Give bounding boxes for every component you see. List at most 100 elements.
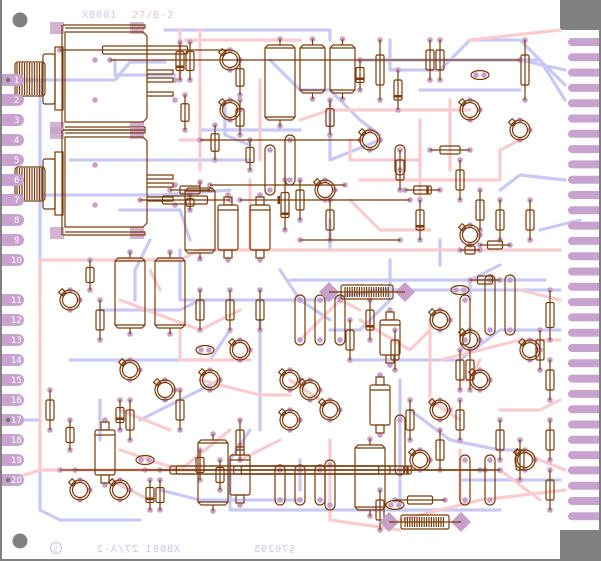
left-connector-pin-9: 9 [2, 234, 24, 246]
right-connector-finger [568, 282, 599, 291]
body [125, 409, 135, 431]
left-connector-pin-18: 18 [2, 434, 24, 446]
resistor [65, 420, 75, 450]
transistor [227, 337, 251, 361]
resistor [460, 245, 480, 255]
mount-pad [50, 227, 64, 239]
bottom-trace [178, 248, 332, 302]
resistor [475, 190, 485, 230]
resistor [175, 390, 185, 430]
pin-number: 16 [11, 396, 22, 406]
diode-band [116, 417, 124, 420]
via [337, 297, 343, 303]
crystal-pad [135, 454, 155, 466]
resistor [495, 200, 505, 240]
resistor [245, 140, 255, 170]
pin-pad [2, 354, 24, 366]
resistor [125, 400, 135, 440]
resistor [430, 145, 470, 155]
inner [431, 401, 449, 419]
left-connector-pin-14: 14 [2, 354, 24, 366]
body [545, 429, 555, 451]
cap-bottom [100, 474, 110, 484]
resistor [525, 200, 535, 240]
right-connector-finger [568, 389, 599, 398]
pin-pad [2, 294, 24, 306]
top-trace [358, 318, 432, 352]
pin-pad [2, 154, 24, 166]
resistor [375, 40, 385, 100]
pin-number: 3 [14, 116, 19, 126]
tab [457, 97, 467, 107]
inner [221, 101, 239, 119]
pin-pad [2, 114, 24, 126]
via [102, 482, 108, 488]
right-connector-finger [568, 160, 599, 169]
bottom-trace [18, 418, 142, 522]
bottom-trace [158, 188, 232, 197]
outer [154, 379, 176, 401]
transistor [217, 47, 241, 71]
body [520, 54, 530, 86]
resistor [545, 290, 555, 340]
top-trace [118, 408, 172, 432]
pin-pad [2, 414, 24, 426]
pin-pad [2, 94, 24, 106]
body [180, 103, 190, 122]
via [462, 457, 468, 463]
bottom-trace [498, 173, 567, 192]
diode-band [146, 497, 154, 500]
body [459, 294, 471, 346]
pin-pad [2, 434, 24, 446]
capacitor [294, 294, 306, 346]
resistor [390, 330, 400, 370]
via [473, 72, 479, 78]
top-trace [238, 438, 282, 462]
inner [61, 291, 79, 309]
right-connector-finger [568, 191, 599, 199]
transistor [197, 367, 221, 391]
pin-number: 2 [14, 96, 19, 106]
mount-hole-bottom [12, 533, 28, 549]
via [206, 347, 212, 353]
potentiometer [14, 127, 174, 239]
pin-marker-icon [5, 77, 11, 83]
cap-bottom [255, 249, 265, 259]
top-trace [518, 288, 562, 302]
resistor [95, 300, 105, 340]
body [455, 359, 465, 381]
via [462, 497, 468, 503]
capacitor [249, 196, 271, 259]
outer [509, 119, 531, 141]
resistor [395, 495, 445, 505]
tab [407, 447, 417, 457]
pin-number: 18 [11, 436, 22, 446]
resistor [45, 390, 55, 430]
body [495, 209, 505, 231]
capacitor [394, 144, 406, 176]
bottom-trace [158, 488, 302, 502]
potentiometer [14, 22, 174, 134]
board-corner-top-right [560, 0, 601, 30]
nut [42, 53, 56, 105]
outline [195, 344, 215, 356]
body [459, 454, 471, 506]
tab [512, 447, 522, 457]
bracket [63, 129, 146, 134]
tab [197, 367, 207, 377]
bottom-trace [163, 28, 332, 42]
crystal-pad [470, 69, 490, 81]
bottom-trace [388, 38, 567, 87]
resistor [395, 150, 405, 190]
body [355, 66, 365, 84]
via [462, 337, 468, 343]
right-connector-finger [568, 512, 599, 521]
cap-top [385, 311, 395, 321]
body [215, 466, 225, 484]
outer [229, 339, 251, 361]
inner [201, 371, 219, 389]
outer [459, 99, 481, 121]
resistor [60, 45, 230, 55]
inner [281, 411, 299, 429]
